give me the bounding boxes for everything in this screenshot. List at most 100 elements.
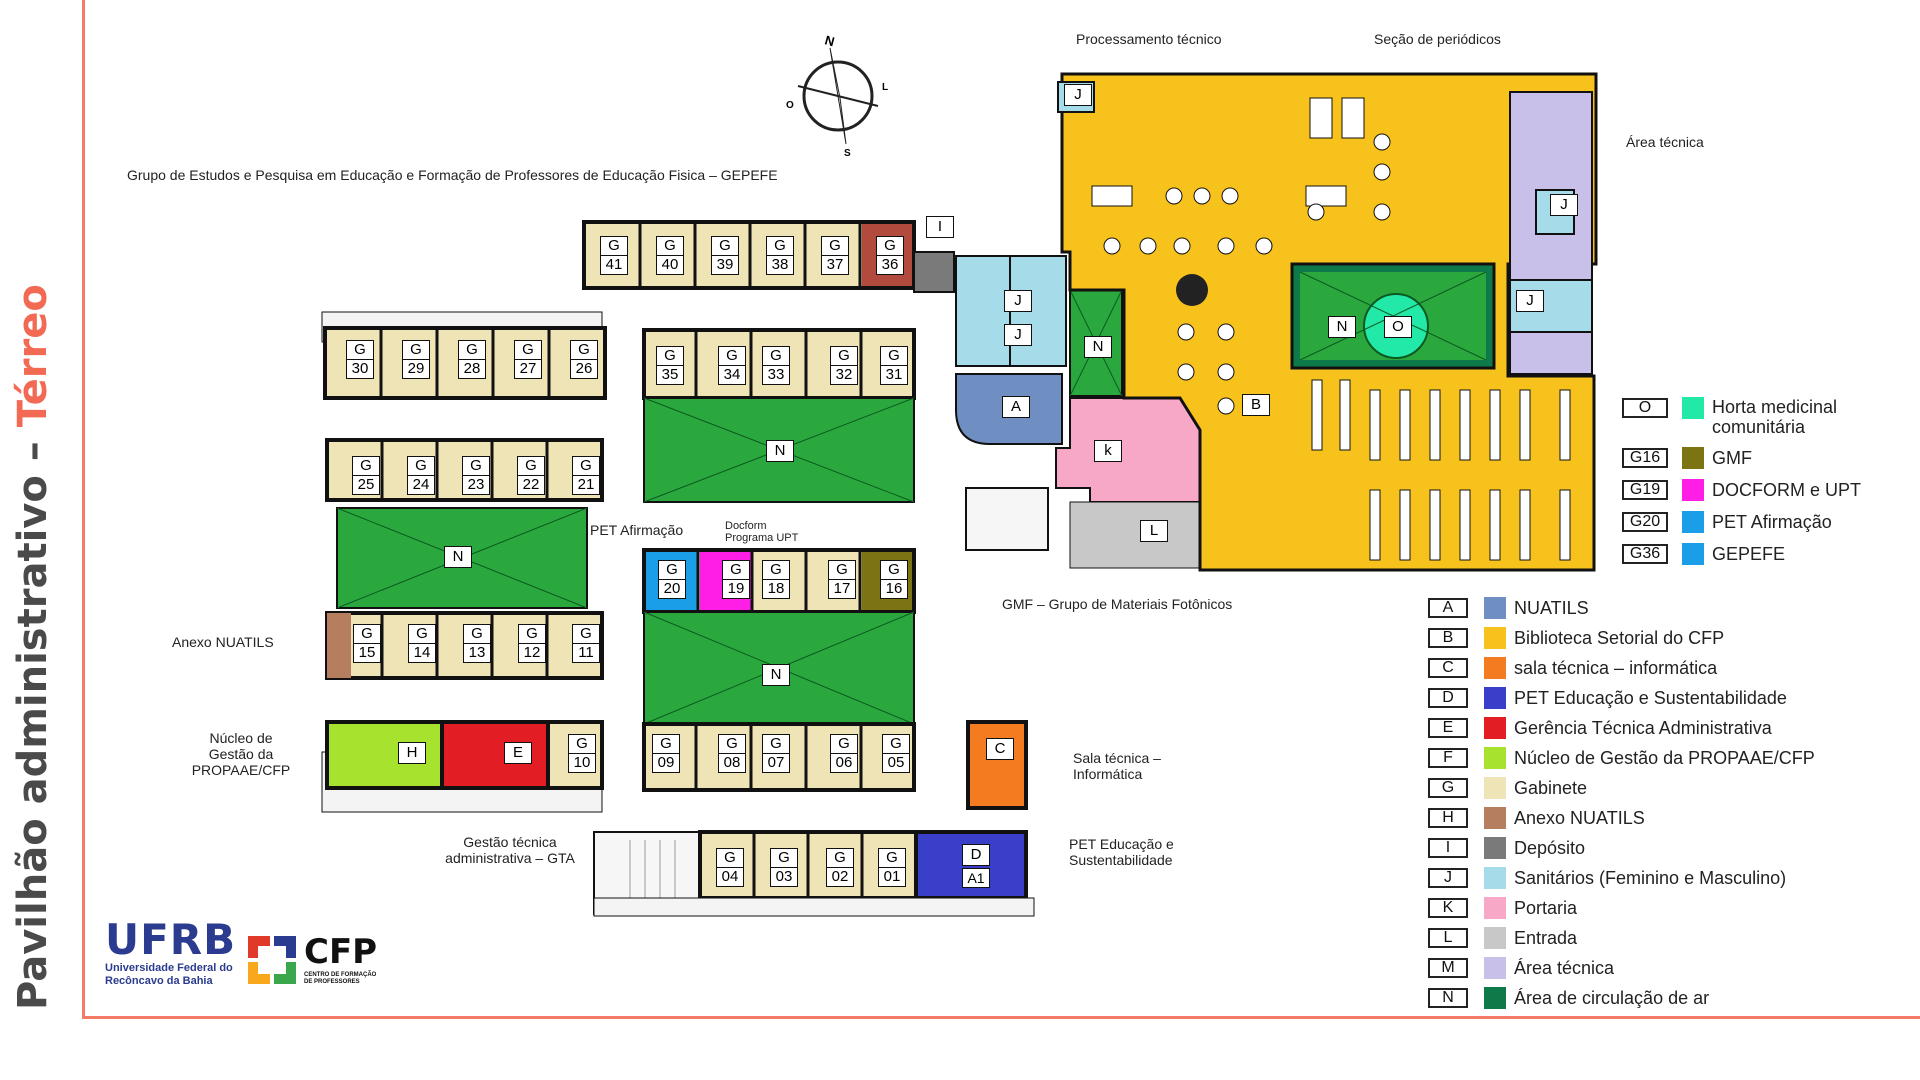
room-number-label: 03 <box>770 868 798 887</box>
room-type-label: G <box>880 560 908 580</box>
room-number-label: 02 <box>826 868 854 887</box>
legend-swatch <box>1682 447 1704 469</box>
room-type-label: G <box>463 624 491 644</box>
legend-swatch <box>1682 511 1704 533</box>
legend-item-d: D PET Educação e Sustentabilidade <box>1428 686 1787 710</box>
room-code-j: J <box>1550 194 1578 216</box>
legend-swatch <box>1484 747 1506 769</box>
legend-text: GEPEFE <box>1712 544 1786 564</box>
room-code-j: J <box>1516 290 1544 312</box>
room-code-k: k <box>1094 440 1122 462</box>
room-i <box>913 251 955 293</box>
legend-code: G36 <box>1622 544 1668 564</box>
label-sala-tecnica: Sala técnica –Informática <box>1073 750 1161 782</box>
room-type-label: G <box>352 456 380 476</box>
room-c <box>966 720 1028 810</box>
legend-item-l: L Entrada <box>1428 926 1577 950</box>
room-number-label: 26 <box>570 360 598 379</box>
room-type-label: G <box>711 236 739 256</box>
room-type-label: G <box>407 456 435 476</box>
legend-code: J <box>1428 868 1468 888</box>
legend-item-h: H Anexo NUATILS <box>1428 806 1645 830</box>
room-code-n: N <box>766 440 794 462</box>
room-number-label: 40 <box>656 256 684 275</box>
legend-code: I <box>1428 838 1468 858</box>
room-code-d: D <box>962 844 990 866</box>
legend-code: B <box>1428 628 1468 648</box>
room-type-label: G <box>600 236 628 256</box>
room-number-label: 20 <box>658 580 686 599</box>
room-number-label: 35 <box>656 366 684 385</box>
label-periodicos: Seção de periódicos <box>1374 31 1501 47</box>
legend-item-g36: G36 GEPEFE <box>1622 542 1785 566</box>
room-code-e: E <box>504 742 532 764</box>
legend-text: PET Afirmação <box>1712 512 1832 532</box>
legend-swatch <box>1484 927 1506 949</box>
ufrb-logo: UFRB Universidade Federal do Recôncavo d… <box>105 915 237 988</box>
room-code-i: I <box>926 216 954 238</box>
legend-item-g16: G16 GMF <box>1622 446 1752 470</box>
room-type-label: G <box>878 848 906 868</box>
room-type-label: G <box>718 346 746 366</box>
legend-code: F <box>1428 748 1468 768</box>
legend-text: Área de circulação de ar <box>1514 987 1710 1008</box>
room-number-label: 33 <box>762 366 790 385</box>
room-code-c: C <box>986 738 1014 760</box>
legend-text: Sanitários (Feminino e Masculino) <box>1514 867 1787 888</box>
legend-swatch <box>1682 543 1704 565</box>
stairs-right <box>965 487 1049 551</box>
legend-item-b: B Biblioteca Setorial do CFP <box>1428 626 1724 650</box>
room-type-label: G <box>830 734 858 754</box>
room-code-n: N <box>762 664 790 686</box>
room-number-label: 10 <box>568 754 596 773</box>
legend-swatch <box>1484 807 1506 829</box>
room-number-label: 04 <box>716 868 744 887</box>
legend-swatch <box>1484 657 1506 679</box>
room-type-label: G <box>766 236 794 256</box>
room-number-label: 06 <box>830 754 858 773</box>
legend-swatch <box>1484 717 1506 739</box>
room-number-label: 17 <box>828 580 856 599</box>
library-shelves <box>1311 379 1571 561</box>
room-type-label: G <box>402 340 430 360</box>
room-a1: A1 <box>962 868 990 888</box>
room-type-label: G <box>517 456 545 476</box>
legend-code: G20 <box>1622 512 1668 532</box>
room-number-label: 29 <box>402 360 430 379</box>
room-type-label: G <box>882 734 910 754</box>
legend-swatch <box>1484 597 1506 619</box>
room-number-label: 22 <box>517 476 545 495</box>
room-type-label: G <box>770 848 798 868</box>
label-pet-afirmacao: PET Afirmação <box>590 522 684 538</box>
legend-text: Entrada <box>1514 927 1578 948</box>
legend-code: E <box>1428 718 1468 738</box>
room-code-b: B <box>1242 394 1270 416</box>
room-type-label: G <box>716 848 744 868</box>
legend-code: H <box>1428 808 1468 828</box>
room-type-label: G <box>462 456 490 476</box>
bottom-wall <box>593 897 1035 917</box>
room-type-label: G <box>518 624 546 644</box>
room-type-label: G <box>828 560 856 580</box>
legend-item-a: A NUATILS <box>1428 596 1589 620</box>
legend-code: N <box>1428 988 1468 1008</box>
room-code-o: O <box>1384 316 1412 338</box>
